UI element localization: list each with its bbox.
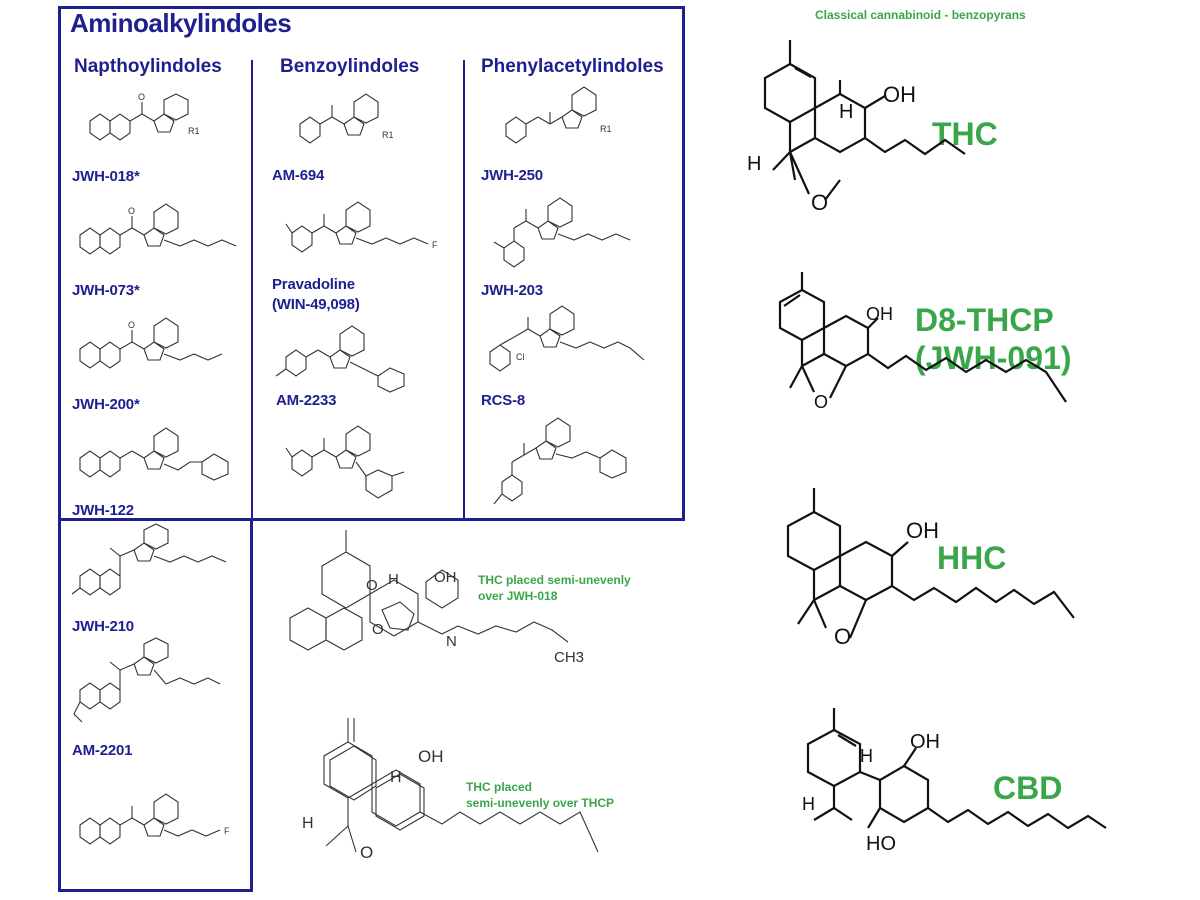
compound-label-jwh-210: JWH-210 <box>72 618 134 635</box>
column-heading-phenylacetylindoles: Phenylacetylindoles <box>481 56 664 77</box>
svg-text:CH3: CH3 <box>554 649 584 666</box>
overlay-caption-1-line1: THC placed semi-unevenly <box>478 573 631 587</box>
compound-label-am-2233: AM-2233 <box>276 392 337 409</box>
svg-text:O: O <box>811 190 828 215</box>
svg-text:O: O <box>814 392 828 412</box>
svg-text:H: H <box>860 746 873 766</box>
structure-cbd: OH HO H H <box>802 708 1107 855</box>
svg-text:N: N <box>446 633 457 650</box>
compound-label-jwh-203: JWH-203 <box>481 282 543 299</box>
column-divider-2 <box>463 60 465 520</box>
column-heading-benzoylindoles: Benzoylindoles <box>280 56 420 77</box>
svg-text:H: H <box>802 794 815 814</box>
compound-label-jwh-018: JWH-018* <box>72 168 140 185</box>
structure-napthoylindole-core: O R1 <box>89 92 200 141</box>
compound-label-jwh-073: JWH-073* <box>72 282 140 299</box>
structure-am-694: F <box>285 201 438 253</box>
structure-jwh-250 <box>493 197 631 268</box>
svg-text:OH: OH <box>418 747 444 766</box>
svg-text:R1: R1 <box>382 130 394 140</box>
structure-am-2233 <box>285 425 405 499</box>
structure-thc: OH O H H <box>747 40 966 215</box>
structure-benzoylindole-core: R1 <box>299 93 394 144</box>
overlay-caption-2-line1: THC placed <box>466 780 533 794</box>
svg-text:OH: OH <box>906 518 939 543</box>
label-jwh-091: (JWH-091) <box>915 340 1072 376</box>
structure-hhc: OH O <box>786 488 1075 649</box>
structure-pravadoline <box>275 325 405 393</box>
label-thc: THC <box>932 116 998 152</box>
svg-text:O: O <box>128 206 135 216</box>
svg-text:F: F <box>224 826 230 836</box>
structure-jwh-018: O <box>79 203 237 255</box>
structure-jwh-203: Cl <box>489 305 645 372</box>
svg-text:O: O <box>128 320 135 330</box>
panel-title: Aminoalkylindoles <box>70 8 292 38</box>
compound-label-jwh-250: JWH-250 <box>481 167 543 184</box>
svg-text:H: H <box>839 101 853 123</box>
structure-jwh-073: O <box>79 317 223 369</box>
overlay-caption-1-line2: over JWH-018 <box>478 589 558 603</box>
structure-jwh-122 <box>71 523 227 596</box>
compound-label-am-2201: AM-2201 <box>72 742 133 759</box>
structure-phenylacetylindole-core: R1 <box>505 86 612 144</box>
aminoalkylindoles-panel <box>58 6 685 521</box>
overlay-thc-jwh-018: O O OH H N CH3 <box>289 530 584 666</box>
svg-text:OH: OH <box>434 569 457 586</box>
svg-text:R1: R1 <box>600 124 612 134</box>
compound-label-win-49098: (WIN-49,098) <box>272 296 360 313</box>
structure-jwh-200 <box>79 427 229 481</box>
svg-text:O: O <box>138 92 145 102</box>
svg-text:OH: OH <box>866 304 893 324</box>
overlay-thc-thcp: OH O H H <box>302 718 599 862</box>
compound-label-jwh-122: JWH-122 <box>72 502 134 519</box>
svg-text:H: H <box>390 769 402 786</box>
svg-text:R1: R1 <box>188 126 200 136</box>
svg-text:O: O <box>372 621 384 638</box>
compound-label-pravadoline: Pravadoline <box>272 276 355 293</box>
structure-rcs-8 <box>493 417 627 505</box>
label-cbd: CBD <box>993 770 1063 806</box>
svg-text:OH: OH <box>910 731 940 753</box>
overlay-caption-2-line2: semi-unevenly over THCP <box>466 796 615 810</box>
compound-label-jwh-200: JWH-200* <box>72 396 140 413</box>
svg-text:O: O <box>834 624 851 649</box>
structure-am-2201: F <box>79 793 230 845</box>
classical-cannabinoid-title: Classical cannabinoid - benzopyrans <box>815 8 1026 22</box>
structure-d8-thcp: OH O <box>778 272 1067 412</box>
napthoylindoles-panel-extension <box>58 518 253 892</box>
label-d8-thcp: D8-THCP <box>915 302 1054 338</box>
svg-text:O: O <box>366 577 378 594</box>
column-heading-napthoylindoles: Napthoylindoles <box>74 56 222 77</box>
label-hhc: HHC <box>937 540 1007 576</box>
compound-label-am-694: AM-694 <box>272 167 325 184</box>
svg-text:H: H <box>388 571 399 588</box>
compound-label-rcs-8: RCS-8 <box>481 392 526 409</box>
column-divider-1 <box>251 60 253 520</box>
svg-text:H: H <box>302 815 314 832</box>
svg-text:HO: HO <box>866 833 896 855</box>
structure-jwh-210 <box>73 637 221 723</box>
svg-text:OH: OH <box>883 82 916 107</box>
svg-text:O: O <box>360 843 373 862</box>
svg-text:H: H <box>747 153 761 175</box>
svg-text:Cl: Cl <box>516 352 525 362</box>
svg-text:F: F <box>432 240 438 250</box>
